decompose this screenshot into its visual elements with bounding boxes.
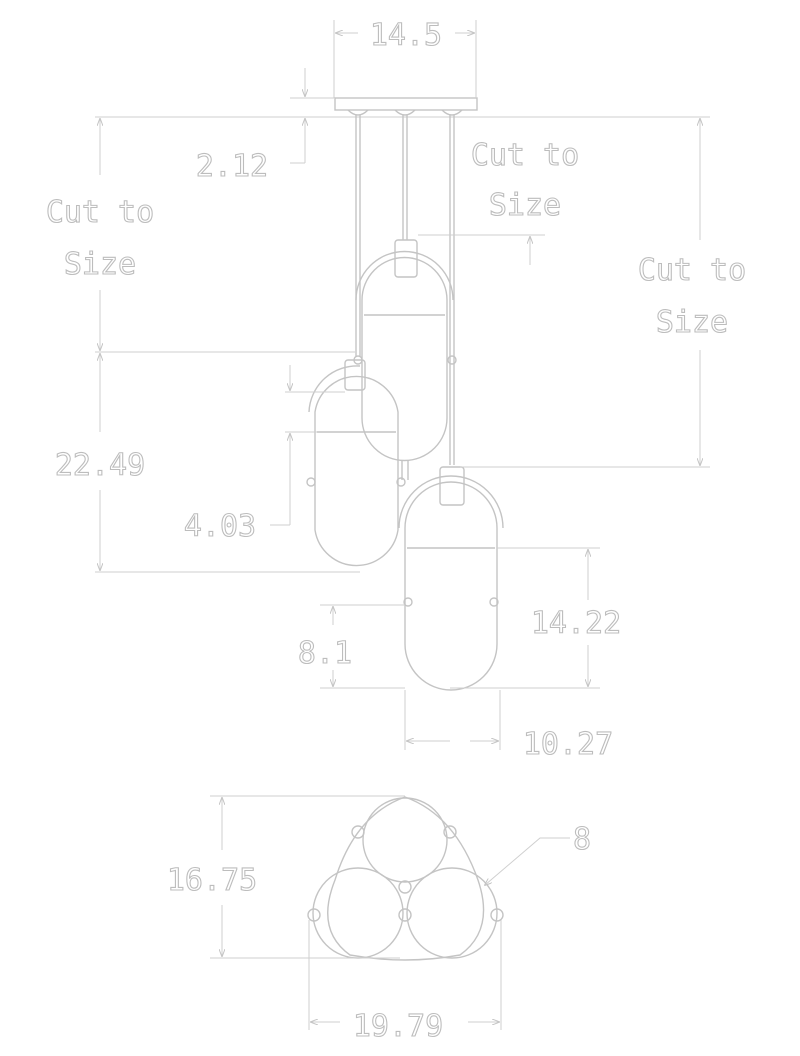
cut-left-dimension: Cut to Size xyxy=(45,119,155,350)
shade-height-dimension: 14.22 xyxy=(450,547,622,689)
cut-mid-line2: Size xyxy=(489,188,561,223)
shade-height-label: 14.22 xyxy=(531,606,621,641)
cut-right-dimension: Cut to Size xyxy=(460,119,747,468)
drop-label: 22.49 xyxy=(55,448,145,483)
cut-right-line1: Cut to xyxy=(638,253,746,288)
cluster-depth-label: 16.75 xyxy=(167,863,257,898)
bottom-view xyxy=(307,796,504,961)
cut-left-line2: Size xyxy=(64,247,136,282)
cut-left-line1: Cut to xyxy=(46,195,154,230)
callout-label: 8 xyxy=(573,822,591,857)
shade-width-label: 10.27 xyxy=(523,727,613,762)
lower-height-label: 8.1 xyxy=(298,636,352,671)
pendant-right xyxy=(398,466,504,691)
canopy-width-dimension: 14.5 xyxy=(333,17,477,98)
offset-dimension: 4.03 xyxy=(183,365,345,545)
offset-label: 4.03 xyxy=(184,509,256,544)
cut-mid-line1: Cut to xyxy=(471,138,579,173)
cluster-depth-dimension: 16.75 xyxy=(166,795,405,959)
shade-width-dimension: 10.27 xyxy=(404,690,614,763)
cluster-width-label: 19.79 xyxy=(353,1009,443,1044)
cut-right-line2: Size xyxy=(656,305,728,340)
canopy-width-label: 14.5 xyxy=(370,18,442,53)
canopy-height-dimension: 2.12 xyxy=(195,68,334,185)
cords xyxy=(355,115,455,465)
cluster-width-dimension: 19.79 xyxy=(308,920,502,1045)
canopy xyxy=(334,97,478,116)
drop-dimension: 22.49 xyxy=(54,351,360,573)
cut-mid-dimension: Cut to Size xyxy=(418,137,580,265)
pendant-left xyxy=(306,359,406,567)
pendant-center xyxy=(353,239,457,480)
canopy-height-label: 2.12 xyxy=(196,149,268,184)
lower-height-dimension: 8.1 xyxy=(297,604,405,689)
callout: 8 xyxy=(485,821,592,885)
